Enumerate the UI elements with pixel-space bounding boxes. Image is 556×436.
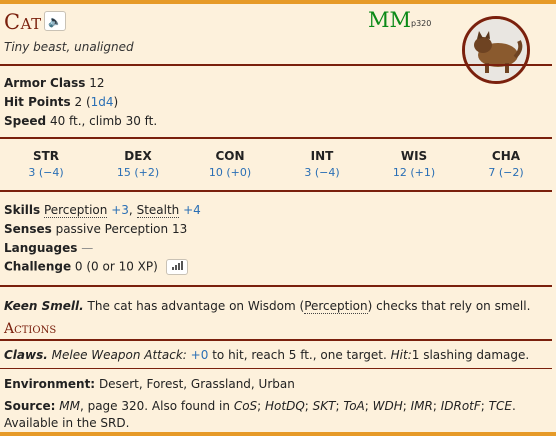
challenge-scaler-button[interactable] xyxy=(165,259,188,275)
divider xyxy=(0,339,552,341)
hit-label: Hit: xyxy=(390,348,412,362)
ability-name: CON xyxy=(215,149,245,163)
ability-str: STR 3 (−4) xyxy=(0,149,92,179)
actions-heading: Actions xyxy=(4,321,57,337)
speed-value: 40 ft., climb 30 ft. xyxy=(49,114,158,128)
ability-name: WIS xyxy=(400,149,428,163)
speed-label: Speed xyxy=(4,114,47,128)
ability-cha: CHA 7 (−2) xyxy=(460,149,552,179)
top-border xyxy=(0,0,556,4)
divider xyxy=(0,64,552,66)
skill-stealth-roll[interactable]: +4 xyxy=(183,203,201,217)
hit-text: 1 slashing damage. xyxy=(411,348,530,362)
title-row: Cat 🔈 MM p320 xyxy=(4,8,552,38)
also-found-skt[interactable]: SKT xyxy=(312,399,336,413)
attack-type: Melee Weapon Attack: xyxy=(51,348,187,362)
languages-value: — xyxy=(81,241,94,255)
hit-points-label: Hit Points xyxy=(4,95,71,109)
skill-stealth[interactable]: Stealth xyxy=(136,203,180,218)
speed-line: Speed 40 ft., climb 30 ft. xyxy=(4,114,157,128)
armor-class-line: Armor Class 12 xyxy=(4,76,104,90)
armor-class-value: 12 xyxy=(89,76,105,90)
ability-value[interactable]: 12 (+1) xyxy=(392,166,436,179)
creature-token-image[interactable] xyxy=(462,16,530,84)
creature-name: Cat xyxy=(4,10,42,34)
senses-line: Senses passive Perception 13 xyxy=(4,222,187,236)
bottom-border xyxy=(0,432,556,436)
ability-scores: STR 3 (−4) DEX 15 (+2) CON 10 (+0) INT 3… xyxy=(0,149,552,185)
srd-line: Available in the SRD. xyxy=(4,416,130,430)
source-text: , page 320. Also found in xyxy=(79,399,230,413)
senses-value: passive Perception 13 xyxy=(55,222,188,236)
skill-perception[interactable]: Perception xyxy=(43,203,108,218)
divider xyxy=(0,190,552,192)
trait-text: ) checks that rely on smell. xyxy=(367,299,531,313)
hit-points-value: 2 xyxy=(74,95,83,109)
ability-name: DEX xyxy=(124,149,152,163)
ability-name: CHA xyxy=(491,149,521,163)
also-found-hotdq[interactable]: HotDQ xyxy=(265,399,305,413)
ability-con: CON 10 (+0) xyxy=(184,149,276,179)
also-found-idrotf[interactable]: IDRotF xyxy=(440,399,481,413)
challenge-line: Challenge 0 (0 or 10 XP) xyxy=(4,259,188,275)
trait-name: Keen Smell. xyxy=(4,299,84,313)
cat-icon xyxy=(465,19,527,81)
ability-name: STR xyxy=(32,149,60,163)
ability-value[interactable]: 7 (−2) xyxy=(488,166,524,179)
source-book[interactable]: MM xyxy=(59,399,80,413)
skills-line: Skills Perception +3, Stealth +4 xyxy=(4,203,201,218)
action-name: Claws. xyxy=(4,348,48,362)
also-found-wdh[interactable]: WDH xyxy=(372,399,403,413)
attack-roll[interactable]: +0 xyxy=(190,348,209,362)
ability-value[interactable]: 3 (−4) xyxy=(28,166,64,179)
ability-value[interactable]: 10 (+0) xyxy=(208,166,252,179)
challenge-value: 0 (0 or 10 XP) xyxy=(74,259,158,274)
attack-reach: to hit, reach 5 ft., one target. xyxy=(212,348,387,362)
trait-keen-smell: Keen Smell. The cat has advantage on Wis… xyxy=(4,299,531,314)
ability-value[interactable]: 3 (−4) xyxy=(304,166,340,179)
ability-value[interactable]: 15 (+2) xyxy=(116,166,160,179)
also-found-tce[interactable]: TCE xyxy=(488,399,512,413)
source-label: Source: xyxy=(4,399,56,413)
divider xyxy=(0,285,552,287)
languages-line: Languages — xyxy=(4,241,93,255)
ability-int: INT 3 (−4) xyxy=(276,149,368,179)
hit-points-line: Hit Points 2 (1d4) xyxy=(4,95,119,109)
perception-link[interactable]: Perception xyxy=(304,299,368,314)
divider xyxy=(0,368,552,369)
skills-label: Skills xyxy=(4,203,41,217)
source-line: Source: MM, page 320. Also found in CoS;… xyxy=(4,399,516,413)
also-found-imr[interactable]: IMR xyxy=(410,399,433,413)
source-abbr[interactable]: MM xyxy=(368,8,412,32)
divider xyxy=(0,137,552,139)
environment-label: Environment: xyxy=(4,377,96,391)
also-found-toa[interactable]: ToA xyxy=(343,399,365,413)
trait-text: The cat has advantage on Wisdom ( xyxy=(87,299,305,313)
bar-chart-icon xyxy=(171,261,183,270)
action-claws: Claws. Melee Weapon Attack: +0 to hit, r… xyxy=(4,348,529,362)
creature-subtitle: Tiny beast, unaligned xyxy=(4,40,134,54)
ability-wis: WIS 12 (+1) xyxy=(368,149,460,179)
pronounce-button[interactable]: 🔈 xyxy=(44,11,66,31)
environment-line: Environment: Desert, Forest, Grassland, … xyxy=(4,377,295,391)
hit-dice-roll[interactable]: 1d4 xyxy=(90,95,114,109)
speaker-icon: 🔈 xyxy=(48,15,62,28)
challenge-label: Challenge xyxy=(4,259,72,274)
environment-value: Desert, Forest, Grassland, Urban xyxy=(98,377,295,391)
skill-perception-roll[interactable]: +3 xyxy=(111,203,129,217)
languages-label: Languages xyxy=(4,241,78,255)
ability-dex: DEX 15 (+2) xyxy=(92,149,184,179)
ability-name: INT xyxy=(310,149,334,163)
armor-class-label: Armor Class xyxy=(4,76,86,90)
senses-label: Senses xyxy=(4,222,52,236)
source-page: p320 xyxy=(411,19,432,28)
also-found-cos[interactable]: CoS xyxy=(233,399,258,413)
